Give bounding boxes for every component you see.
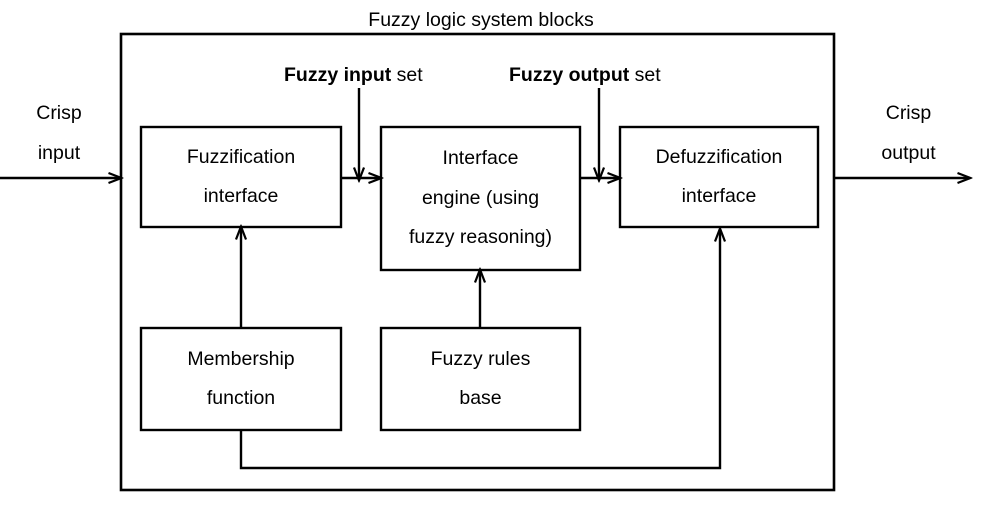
crisp-input-label-line-2: input [37,141,81,164]
label-interface-engine: Interface engine (using fuzzy reasoning) [381,127,580,270]
fuzzy-input-set-label-bold: Fuzzy input [284,64,392,86]
crisp-output-label: Crisp output [846,102,971,164]
fuzzy-output-set-label-rest: set [629,64,661,86]
label-fuzzification-interface: Fuzzification interface [141,127,341,227]
crisp-input-label: Crisp input [0,102,118,164]
label-defuzzification-interface-line-1: Defuzzification [655,145,783,168]
box-defuzzification-interface [618,125,820,229]
system-boundary-frame [119,32,836,492]
box-interface-engine [379,125,582,272]
fuzzy-output-set-label-bold: Fuzzy output [509,64,630,86]
fuzzy-input-set-label: Fuzzy input set [284,64,423,87]
label-membership-function: Membership function [141,328,341,430]
crisp-output-label-line-2: output [881,141,936,164]
label-fuzzification-interface-line-2: interface [203,185,279,207]
label-membership-function-line-2: function [206,387,276,409]
label-defuzzification-interface: Defuzzification interface [620,127,818,227]
label-fuzzification-interface-line-1: Fuzzification [186,145,296,168]
diagram-title: Fuzzy logic system blocks [368,9,594,31]
label-fuzzy-rules-base-line-2: base [459,387,502,409]
crisp-input-label-line-1: Crisp [36,102,82,124]
label-fuzzy-rules-base-line-1: Fuzzy rules [430,347,531,370]
label-interface-engine-line-2: engine (using [421,186,540,209]
arrow-membership-to-defuzzification [239,229,720,470]
label-fuzzy-rules-base: Fuzzy rules base [381,328,580,430]
box-membership-function [139,326,343,432]
label-interface-engine-line-1: Interface [442,147,519,170]
label-defuzzification-interface-line-2: interface [681,185,757,207]
fuzzy-output-set-label: Fuzzy output set [509,64,661,87]
label-membership-function-line-1: Membership [187,347,295,370]
box-fuzzy-rules-base [379,326,582,432]
crisp-output-label-line-1: Crisp [885,102,932,124]
label-interface-engine-line-3: fuzzy reasoning) [408,226,553,249]
fuzzy-input-set-label-rest: set [391,64,423,86]
